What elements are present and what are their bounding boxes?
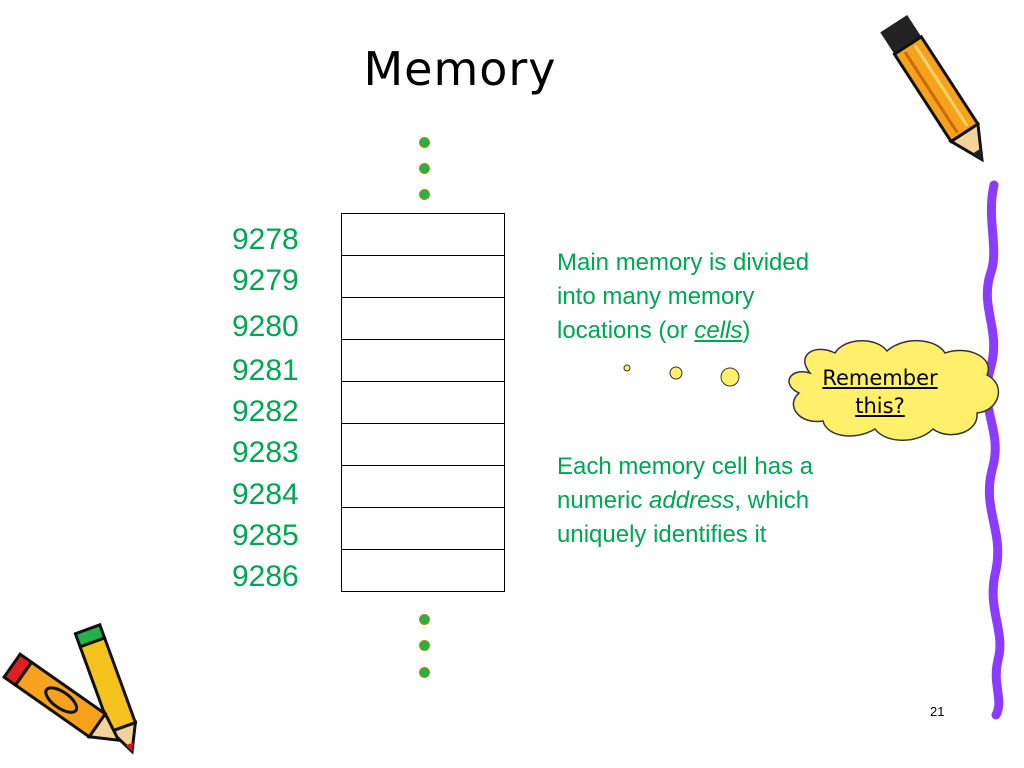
callout-line: Remember — [822, 366, 938, 390]
memory-cell — [342, 298, 504, 340]
address-label: 9285 — [232, 519, 299, 552]
thought-cloud — [623, 339, 1000, 441]
callout-line: this? — [855, 394, 905, 418]
memory-cell — [342, 256, 504, 298]
desc-line: uniquely identifies it — [557, 521, 767, 548]
slide-title: Memory — [363, 42, 557, 96]
desc-line: locations (or cells) — [557, 314, 809, 348]
address-label: 9278 — [232, 223, 299, 256]
address-label: 9284 — [232, 478, 299, 511]
memory-cell — [342, 550, 504, 592]
address-term: address — [649, 487, 735, 514]
pencil-icon — [880, 14, 984, 163]
squiggle-line-decoration — [982, 180, 1005, 720]
desc-text: ) — [742, 317, 751, 344]
memory-cell — [342, 466, 504, 508]
address-label: 9282 — [232, 395, 299, 428]
address-label: 9283 — [232, 436, 299, 469]
memory-cell — [342, 508, 504, 550]
memory-address-text: Each memory cell has a numeric address, … — [557, 450, 813, 552]
ellipsis-dot — [419, 667, 430, 678]
crossed-pencils-icon — [1, 622, 138, 755]
desc-line: Each memory cell has a — [557, 453, 814, 480]
ellipsis-dot — [419, 137, 430, 148]
ellipsis-dot — [419, 189, 430, 200]
cells-term: cells — [694, 317, 743, 344]
address-label: 9280 — [232, 310, 299, 343]
memory-cells — [341, 213, 505, 592]
page-number: 21 — [930, 704, 945, 719]
desc-text: , which — [734, 487, 810, 514]
desc-line: into many memory — [557, 283, 755, 310]
desc-text: numeric — [557, 487, 650, 514]
ellipsis-dot — [419, 640, 430, 651]
memory-cell — [342, 424, 504, 466]
remember-callout: Remember this? — [810, 364, 950, 420]
desc-line: Main memory is divided — [557, 249, 810, 276]
memory-cell — [342, 382, 504, 424]
memory-division-text: Main memory is divided into many memory … — [557, 246, 809, 348]
ellipsis-dot — [419, 614, 430, 625]
memory-cell — [342, 340, 504, 382]
desc-text: locations (or — [557, 317, 695, 344]
address-label: 9286 — [232, 560, 299, 593]
desc-line: numeric address, which — [557, 484, 813, 518]
address-label: 9279 — [232, 264, 299, 297]
address-label: 9281 — [232, 354, 299, 387]
memory-cell — [342, 214, 504, 256]
ellipsis-dot — [419, 163, 430, 174]
